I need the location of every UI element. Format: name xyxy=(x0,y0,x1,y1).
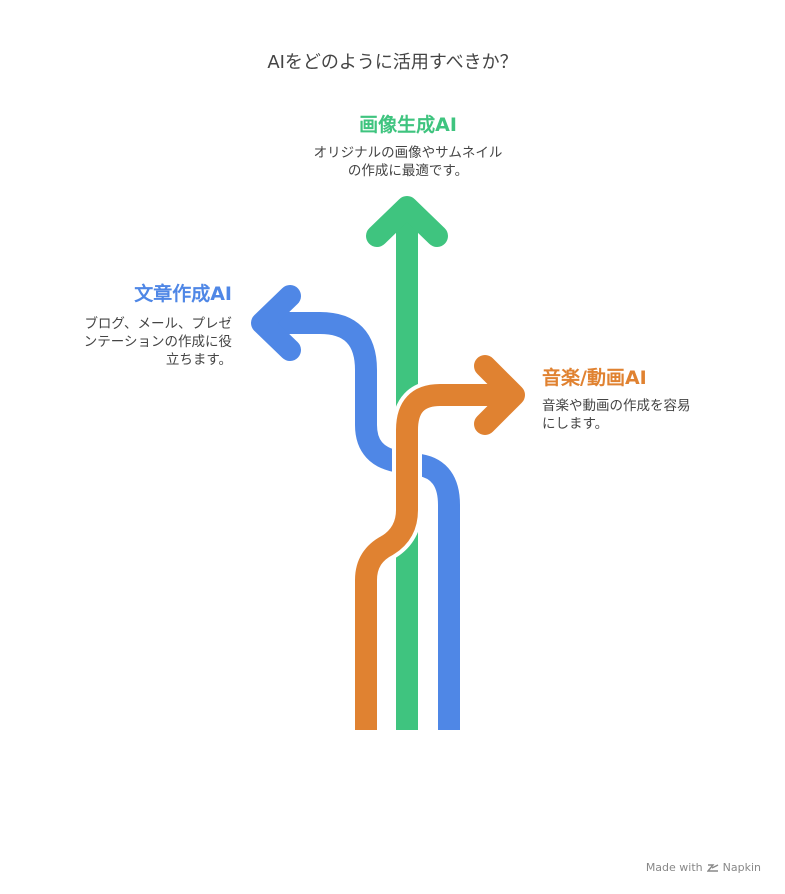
music-ai-arrow-head xyxy=(474,355,525,435)
text-ai-arrow-head xyxy=(251,285,301,361)
footer-credit[interactable]: Made with Napkin xyxy=(646,861,761,874)
music-ai-description: 音楽や動画の作成を容易 にします。 xyxy=(542,397,722,433)
napkin-logo-icon xyxy=(706,863,718,872)
text-ai-desc-line: 立ちます。 xyxy=(165,352,232,368)
text-ai-desc-line: ブログ、メール、プレゼ xyxy=(84,316,232,332)
napkin-brand-label: Napkin xyxy=(722,861,761,874)
made-with-label: Made with xyxy=(645,861,703,874)
music-ai-arrow-shaft xyxy=(355,384,510,730)
music-ai-title: 音楽/動画AI xyxy=(542,367,647,389)
text-ai-title: 文章作成AI xyxy=(134,283,232,305)
text-ai-arrow-shaft xyxy=(268,312,460,730)
image-ai-desc-line: の作成に最適です。 xyxy=(347,163,469,179)
text-ai-desc-line: ンテーションの作成に役 xyxy=(83,334,232,350)
music-ai-arrow xyxy=(351,355,525,730)
image-ai-description: オリジナルの画像やサムネイル の作成に最適です。 xyxy=(292,144,524,180)
music-ai-desc-line: 音楽や動画の作成を容易 xyxy=(542,398,691,414)
text-ai-description: ブログ、メール、プレゼ ンテーションの作成に役 立ちます。 xyxy=(40,315,232,369)
page-title: AIをどのように活用すべきか？ xyxy=(267,52,518,73)
text-ai-arrow xyxy=(251,285,460,730)
image-ai-desc-line: オリジナルの画像やサムネイル xyxy=(313,145,503,161)
image-ai-arrow-head xyxy=(366,196,448,247)
image-ai-title: 画像生成AI xyxy=(359,114,457,136)
music-ai-desc-line: にします。 xyxy=(542,416,609,432)
